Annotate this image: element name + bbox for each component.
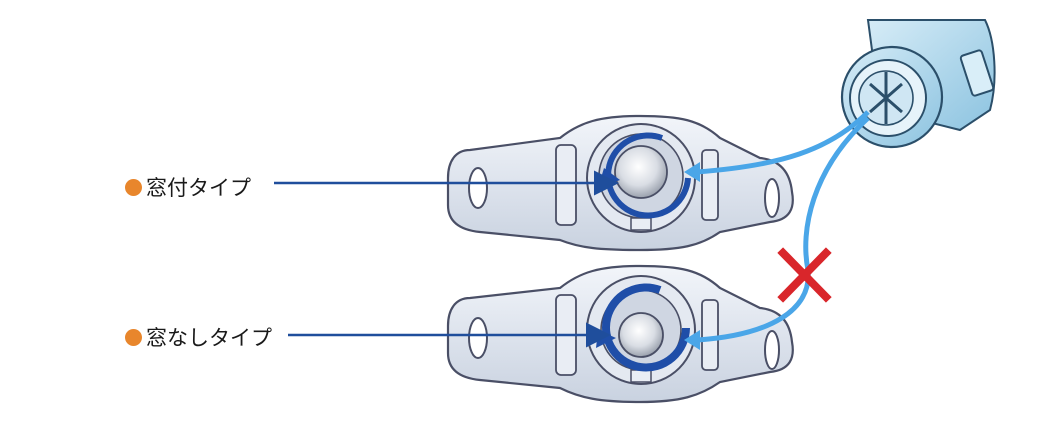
bullet-icon bbox=[125, 328, 142, 346]
socket-hub bbox=[618, 312, 664, 358]
label-without-window: 窓なしタイプ bbox=[125, 322, 272, 352]
bracket-with-window bbox=[446, 114, 794, 252]
flow-arrow-to-upper bbox=[695, 110, 870, 175]
bullet-icon bbox=[125, 178, 142, 196]
mounting-slot-right bbox=[764, 330, 780, 370]
label-with-window: 窓付タイプ bbox=[125, 172, 251, 202]
mounting-slot-left bbox=[468, 317, 488, 359]
bulb-socket-connector bbox=[840, 19, 996, 149]
label-text: 窓なしタイプ bbox=[146, 326, 272, 350]
red-x-icon bbox=[777, 247, 832, 303]
mounting-slot-right bbox=[764, 178, 780, 218]
socket-hub bbox=[614, 145, 668, 199]
bracket-without-window bbox=[446, 264, 794, 404]
label-text: 窓付タイプ bbox=[146, 176, 251, 200]
mounting-slot-left bbox=[468, 167, 488, 209]
